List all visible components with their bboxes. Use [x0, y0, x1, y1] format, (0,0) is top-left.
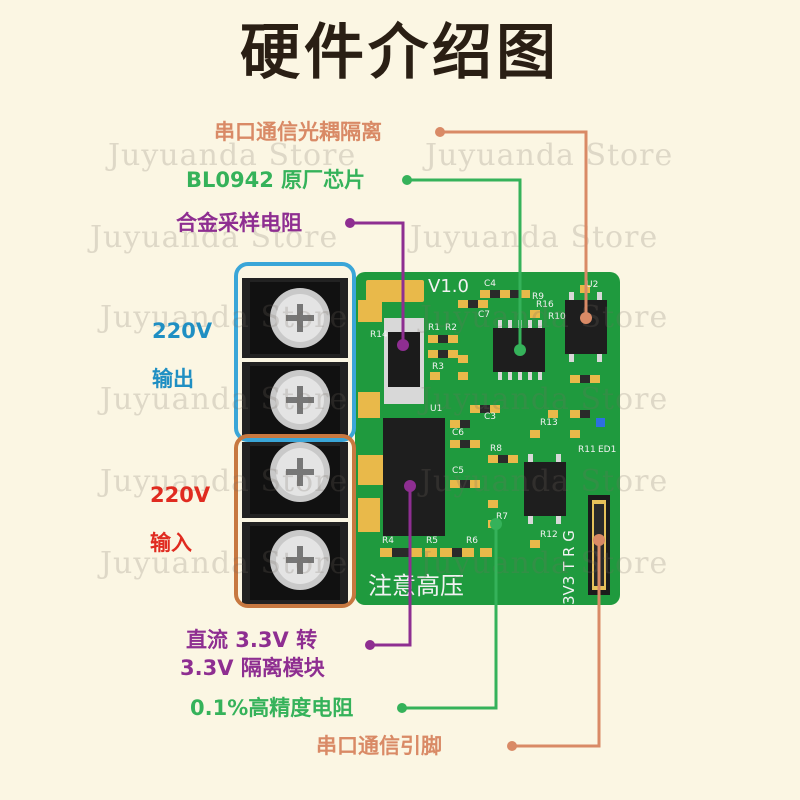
silk-label: C4	[484, 279, 497, 289]
silk-label: C6	[452, 428, 465, 438]
label-input-text: 输入	[150, 531, 192, 555]
silk-label: U1	[430, 404, 443, 414]
watermark: Juyuanda Store	[420, 382, 669, 417]
silk-label: R3	[432, 362, 444, 372]
silk-label: R12	[540, 530, 558, 540]
label-output-text: 输出	[152, 367, 194, 391]
led-indicator	[596, 418, 605, 427]
watermark: Juyuanda Store	[90, 220, 339, 255]
leader-precision-resistor	[402, 524, 498, 710]
silk-label: R4	[382, 536, 394, 546]
silk-label: R10	[548, 312, 566, 322]
watermark: Juyuanda Store	[410, 220, 659, 255]
leader-serial-optocoupler	[440, 130, 588, 318]
label-alloy-resistor: 合金采样电阻	[176, 211, 302, 235]
leader-dc-module	[370, 486, 412, 647]
silk-label: R14	[370, 330, 388, 340]
board-version: V1.0	[428, 276, 469, 297]
output-outline	[234, 262, 356, 442]
silk-label: R1	[428, 323, 440, 333]
label-output-voltage: 220V	[152, 319, 213, 343]
watermark: Juyuanda Store	[425, 138, 674, 173]
page-title: 硬件介绍图	[240, 18, 560, 88]
label-input-voltage: 220V	[150, 483, 211, 507]
optocoupler-u1	[524, 462, 566, 516]
watermark: Juyuanda Store	[420, 300, 669, 335]
label-serial-pins: 串口通信引脚	[316, 734, 442, 758]
leader-alloy-resistor	[350, 221, 405, 345]
terminal-block-output	[242, 278, 348, 438]
silk-label: R16	[536, 300, 554, 310]
leader-bl0942	[407, 178, 522, 350]
silk-label: C5	[452, 466, 465, 476]
watermark: Juyuanda Store	[420, 546, 669, 581]
input-outline	[234, 434, 356, 608]
watermark: Juyuanda Store	[108, 138, 357, 173]
label-dc-module-line1: 直流 3.3V 转	[186, 628, 318, 652]
silk-label: R7	[496, 512, 508, 522]
watermark: Juyuanda Store	[100, 382, 349, 417]
label-precision-resistor: 0.1%高精度电阻	[190, 696, 354, 720]
dc-isolation-module	[383, 418, 445, 536]
silk-label: R8	[490, 444, 502, 454]
silk-label: R13	[540, 418, 558, 428]
leader-serial-pins	[512, 540, 601, 748]
silk-label: ED1	[598, 445, 617, 455]
silk-label: R2	[445, 323, 457, 333]
high-voltage-warning: 注意高压	[368, 572, 464, 600]
label-dc-module-line2: 3.3V 隔离模块	[180, 656, 325, 680]
silk-label: U2	[586, 280, 599, 290]
watermark: Juyuanda Store	[420, 464, 669, 499]
silk-label: R11	[578, 445, 596, 455]
silk-label: C7	[478, 310, 491, 320]
label-bl0942-chip: BL0942 原厂芯片	[186, 168, 366, 192]
silk-label: C3	[484, 412, 497, 422]
watermark: Juyuanda Store	[100, 546, 349, 581]
silk-label: R5	[426, 536, 438, 546]
silk-label: R9	[532, 292, 544, 302]
label-serial-optocoupler: 串口通信光耦隔离	[214, 120, 382, 144]
watermark: Juyuanda Store	[100, 464, 349, 499]
watermark: Juyuanda Store	[100, 300, 349, 335]
silk-label: R6	[466, 536, 478, 546]
terminal-block-input	[242, 442, 348, 604]
